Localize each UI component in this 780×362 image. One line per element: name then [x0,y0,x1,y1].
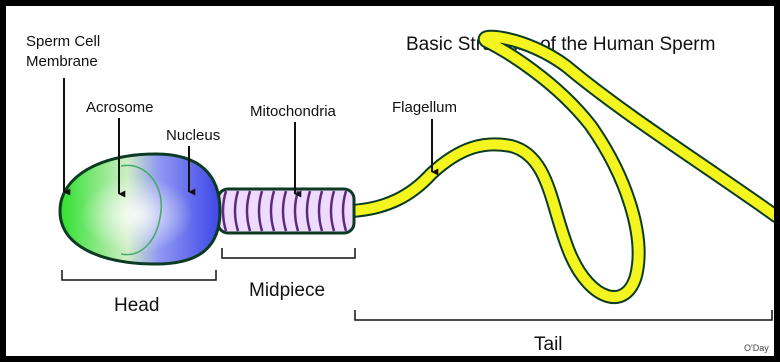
label-acrosome: Acrosome [86,99,154,116]
midpiece-bracket [222,248,355,258]
midpiece [218,189,354,233]
sperm-diagram: Basic Structure of the Human Sperm Sperm… [6,6,780,362]
tail-bracket [355,310,772,320]
tail-fill [351,37,776,297]
label-membrane: Membrane [26,53,98,70]
label-sperm-cell: Sperm Cell [26,33,100,50]
label-nucleus: Nucleus [166,127,220,144]
section-head-label: Head [114,295,159,316]
sperm-head [60,154,220,264]
section-midpiece-label: Midpiece [249,280,325,301]
diagram-title: Basic Structure of the Human Sperm [406,34,715,55]
tail-flagellum [351,37,776,297]
credit-label: O'Day [744,343,769,353]
label-flagellum: Flagellum [392,99,457,116]
label-arrows [64,78,432,194]
section-tail-label: Tail [534,334,563,355]
head-bracket [62,270,216,280]
label-mitochondria: Mitochondria [250,103,337,120]
